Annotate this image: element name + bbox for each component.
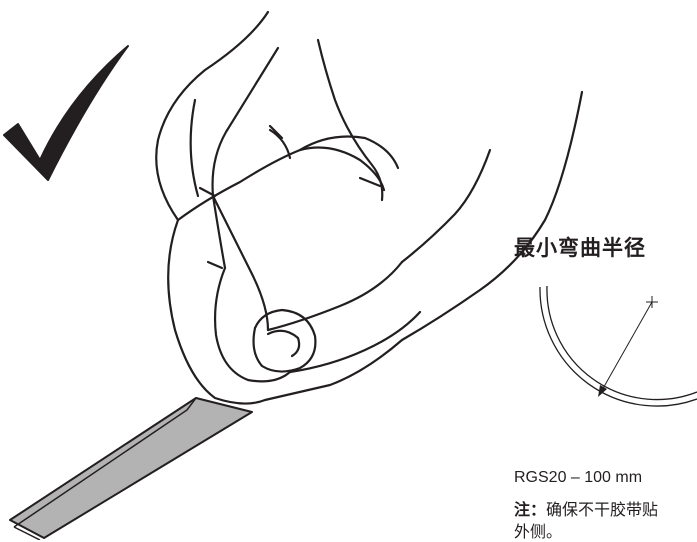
checkmark-icon <box>3 45 129 181</box>
note-line-1: 注：确保不干胶带贴 <box>514 496 658 520</box>
note-line-2: 外侧。 <box>514 522 563 541</box>
bend-arc-inner <box>539 286 697 407</box>
note-label: 注： <box>514 500 547 519</box>
bend-radius-title: 最小弯曲半径 <box>514 236 646 260</box>
tape-strip <box>9 397 253 540</box>
note-text-1: 确保不干胶带贴 <box>546 500 659 519</box>
radius-arrowhead <box>598 385 607 397</box>
bend-arc-outer <box>546 285 697 401</box>
bend-radius-diagram <box>539 285 697 407</box>
radius-line <box>600 301 653 393</box>
bend-radius-spec: RGS20 – 100 mm <box>514 469 643 486</box>
hand-with-cloth <box>155 10 584 405</box>
